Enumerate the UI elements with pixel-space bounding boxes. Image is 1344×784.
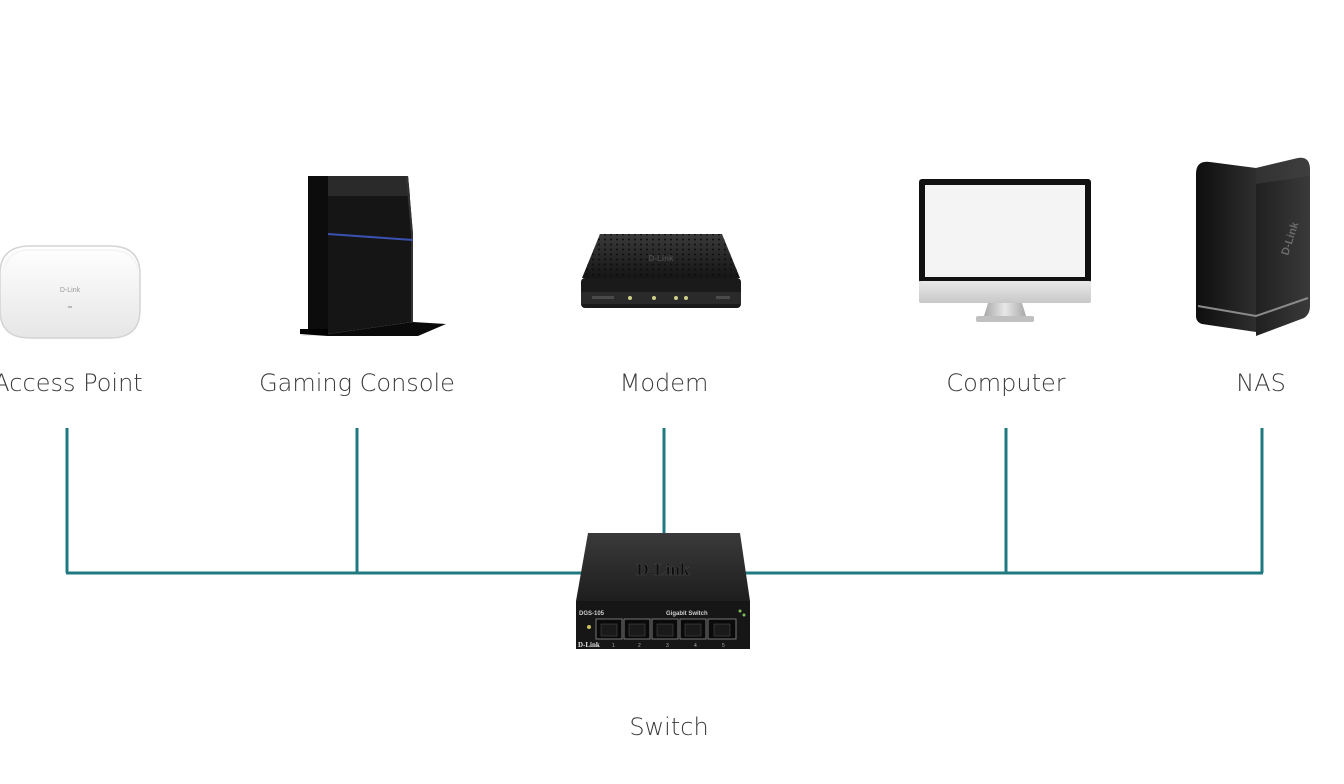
- switch-label: Switch: [629, 713, 709, 741]
- access-point-label: Access Point: [0, 369, 143, 397]
- nas-label: NAS: [1236, 369, 1286, 397]
- switch-brand-front: D-Link: [578, 641, 600, 649]
- switch-port-number-1: 1: [612, 643, 615, 649]
- gaming-console-device: [298, 174, 450, 336]
- switch-port-number-5: 5: [722, 643, 725, 649]
- nas-device: D-Link: [1194, 156, 1312, 340]
- switch-port-number-4: 4: [694, 643, 697, 649]
- switch-brand-top: D-Link: [637, 560, 690, 579]
- modem-device: D-Link: [578, 232, 744, 314]
- switch-ports: [595, 618, 737, 640]
- gaming-console-label: Gaming Console: [259, 369, 455, 397]
- switch-device: D-Link DGS-105 Gigabit Switch D-Link 1 2: [574, 531, 752, 653]
- switch-port-number-2: 2: [638, 643, 641, 649]
- modem-label: Modem: [619, 369, 709, 397]
- switch-port-number-3: 3: [666, 643, 669, 649]
- computer-device: [918, 178, 1092, 326]
- switch-type-text: Gigabit Switch: [666, 611, 708, 617]
- modem-brand: D-Link: [649, 254, 674, 263]
- computer-label: Computer: [946, 369, 1066, 397]
- switch-model: DGS-105: [579, 611, 605, 617]
- access-point-device: D-Link: [0, 240, 142, 342]
- access-point-brand: D-Link: [60, 287, 81, 294]
